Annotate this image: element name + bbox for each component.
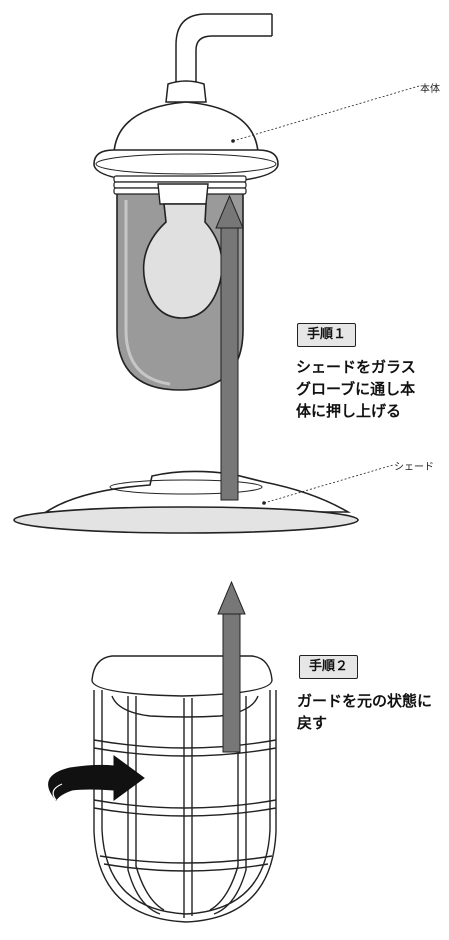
lamp-body bbox=[93, 101, 279, 185]
pipe-connector bbox=[165, 80, 207, 103]
rotate-arrow-icon bbox=[48, 755, 145, 801]
body-leader-line bbox=[231, 85, 420, 143]
step2-instruction: ガードを元の状態に 戻す bbox=[297, 692, 433, 732]
step1-badge: 手順１ bbox=[297, 323, 357, 347]
step1-instruction: シェードをガラス グローブに通し本 体に押し上げる bbox=[296, 358, 416, 420]
shade-leader-line bbox=[262, 464, 394, 505]
step2-badge: 手順２ bbox=[299, 655, 359, 679]
arrow-up-step1 bbox=[215, 194, 244, 501]
label-shade: シェード bbox=[394, 462, 434, 473]
light-bulb bbox=[142, 203, 223, 319]
pipe bbox=[175, 13, 273, 82]
label-body: 本体 bbox=[420, 84, 440, 95]
arrow-up-step2 bbox=[217, 580, 246, 753]
thread-rings bbox=[113, 175, 247, 195]
bulb-socket bbox=[157, 183, 209, 205]
globe-highlight bbox=[124, 200, 171, 386]
shade bbox=[13, 470, 359, 534]
